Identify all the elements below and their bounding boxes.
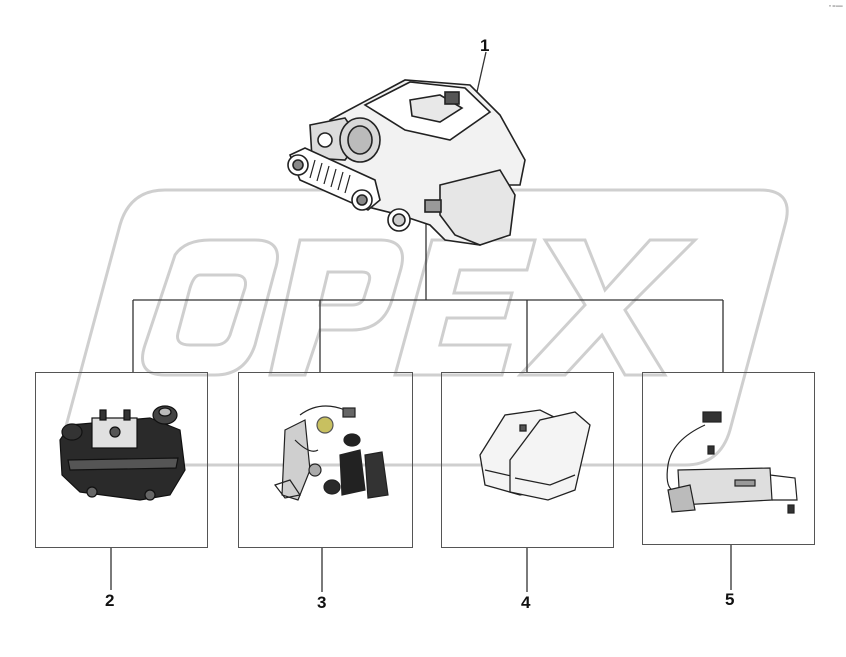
part-2-frame xyxy=(35,372,208,548)
item-number-2: 2 xyxy=(105,591,115,610)
item-number-3: 3 xyxy=(317,593,327,612)
item-number-1: 1 xyxy=(480,36,490,55)
part-4-frame xyxy=(441,372,614,548)
part-5-frame xyxy=(642,372,815,545)
item-number-4: 4 xyxy=(521,593,531,612)
item-number-5: 5 xyxy=(725,590,735,609)
part-3-frame xyxy=(238,372,413,548)
corner-mark: ·-– xyxy=(828,0,843,12)
